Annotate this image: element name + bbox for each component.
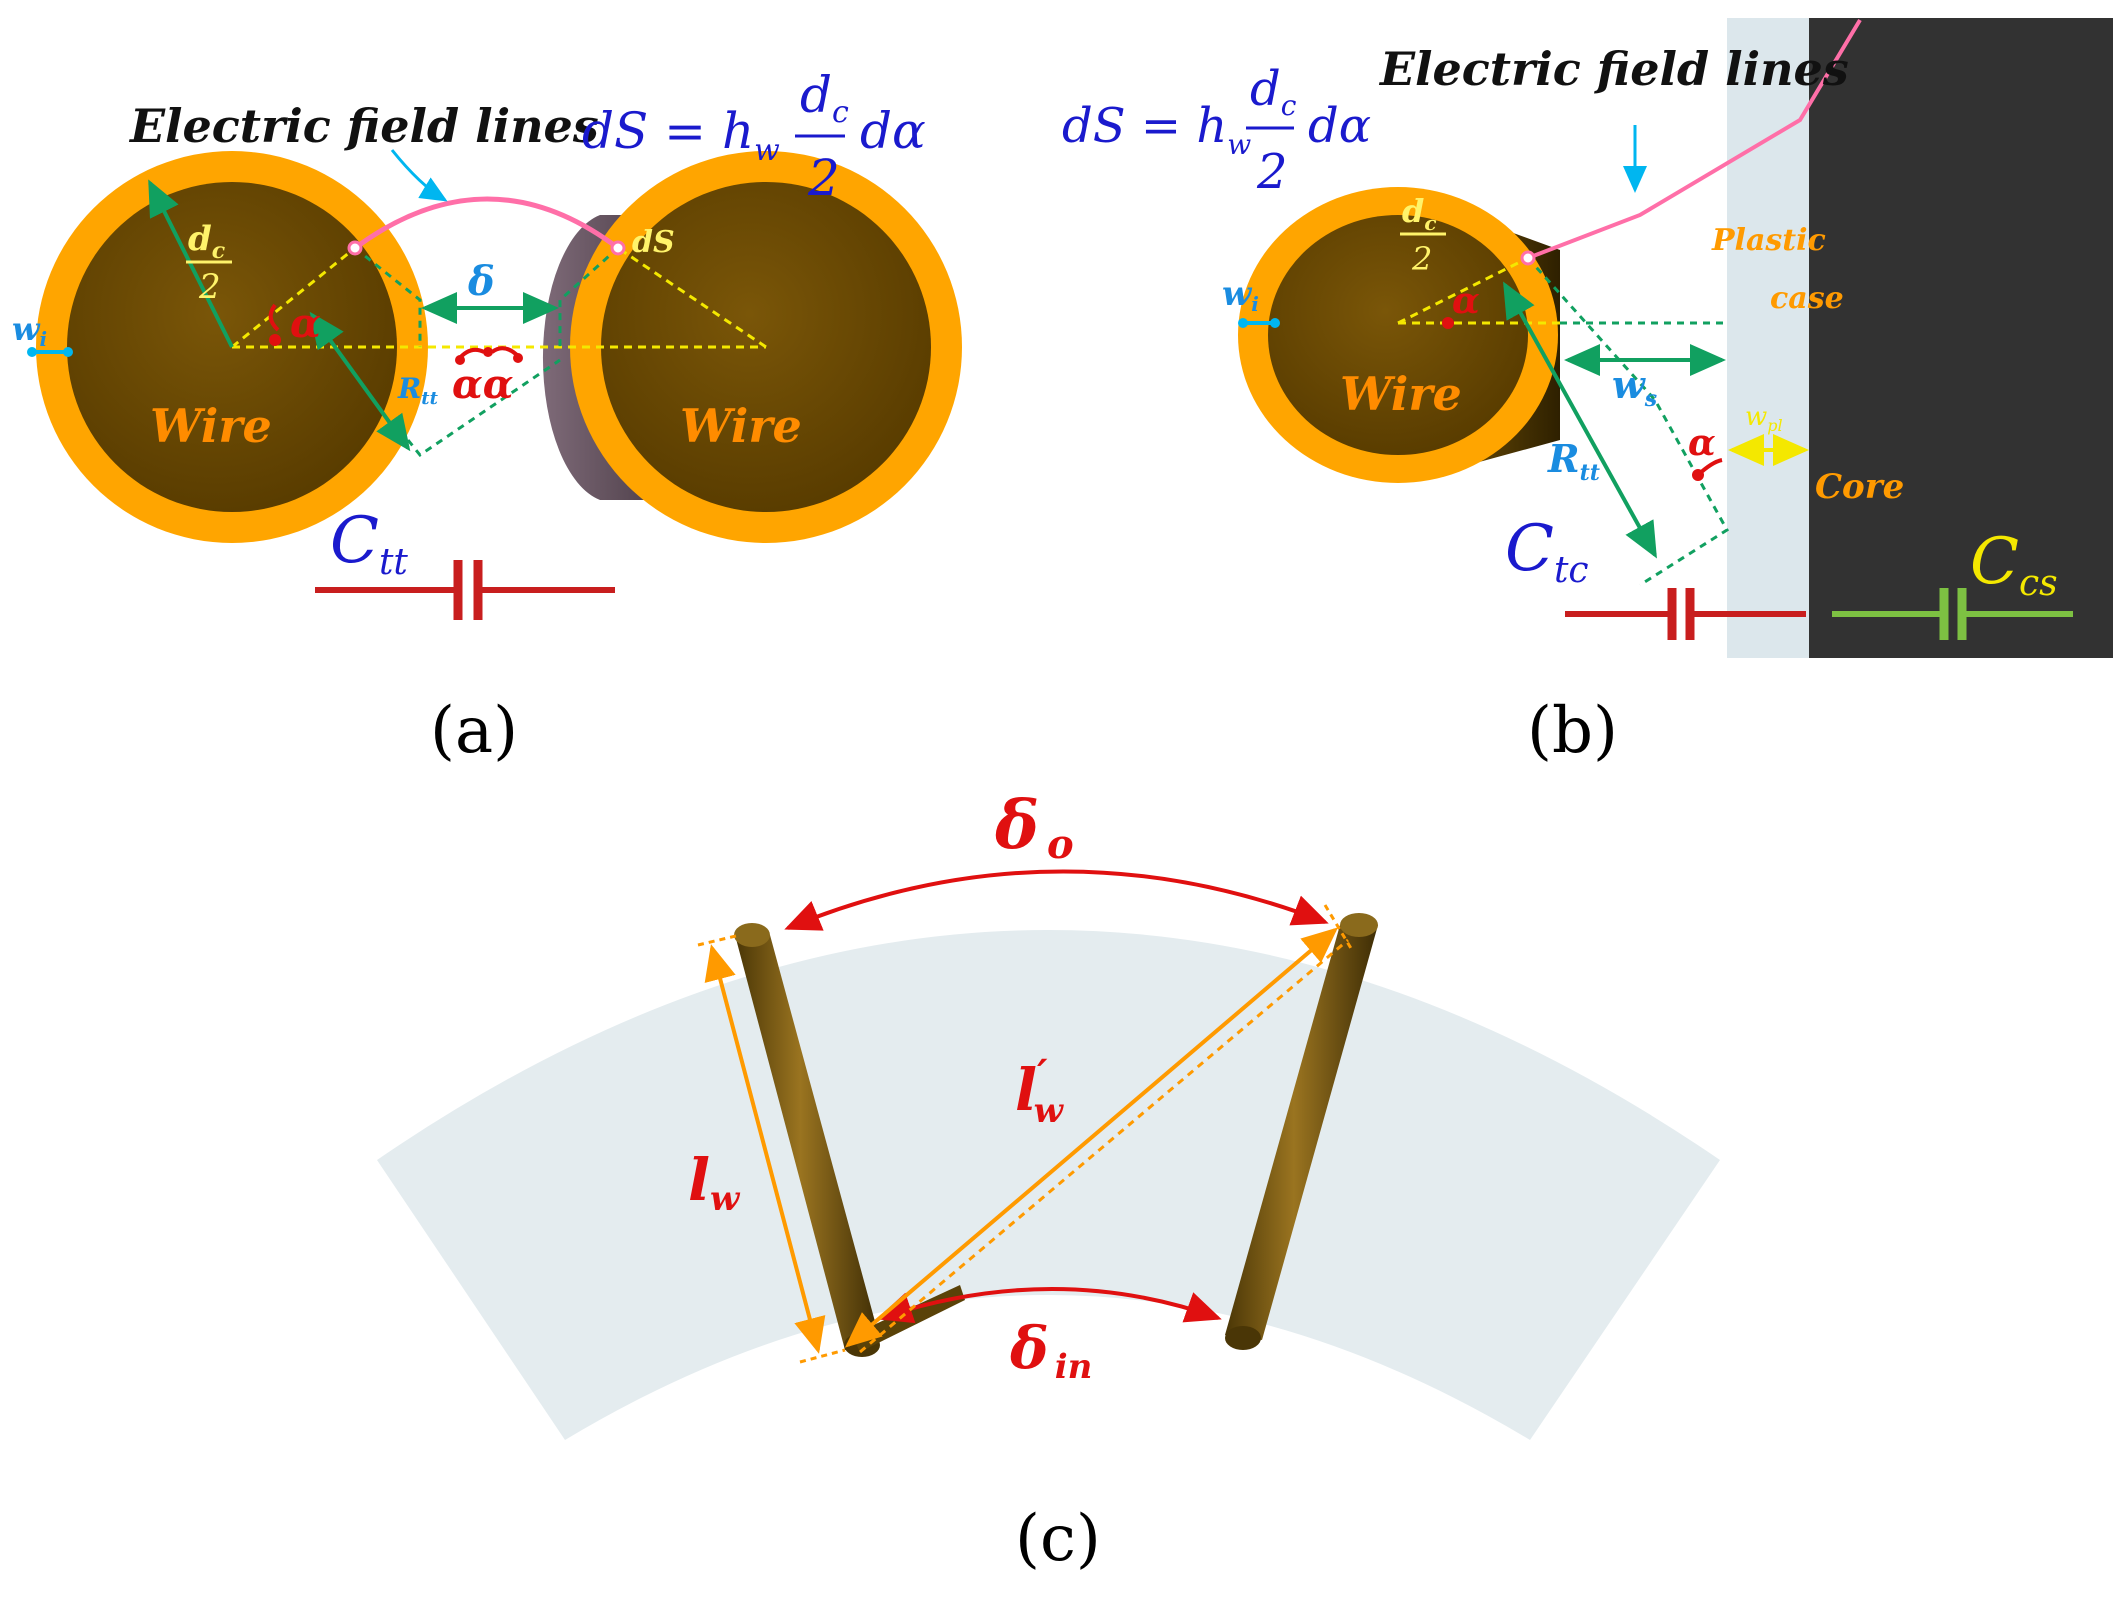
alpha-label-a: α [290, 300, 321, 347]
electric-field-line-b [1527, 18, 1862, 260]
dc-label-b: dc [1402, 192, 1437, 235]
wi-dot-b1 [1238, 318, 1248, 328]
lw-tick-bottom [799, 1348, 846, 1364]
lw-prime-dashed [859, 938, 1349, 1354]
lw-prime-tick-top [1323, 904, 1354, 951]
delta-o-arrow [784, 869, 1329, 931]
lw-arrow [704, 944, 826, 1354]
dc-label-a-den: 2 [198, 267, 221, 307]
cap-cs-label: Ccs [1970, 525, 2058, 604]
wi-label-b: wi [1222, 274, 1259, 316]
ds-label-a: dS [632, 225, 675, 260]
radius-right-ds [617, 246, 767, 349]
formula-b-den: 2 [1256, 144, 1288, 200]
panel-a: Electric field lines dS = hw dc 2 dα dc … [12, 66, 962, 768]
wire-b-conductor [1268, 215, 1528, 455]
wire-label-left: Wire [150, 399, 272, 453]
formula-b-num: dc [1250, 61, 1297, 122]
alpha-dot-pair-3 [513, 353, 523, 363]
lw-label: lw [688, 1146, 741, 1219]
alpha-arc-a [268, 303, 280, 332]
caption-a: (a) [430, 694, 518, 768]
wire-label-b: Wire [1340, 367, 1462, 421]
plastic-case [1727, 18, 1809, 658]
cap-tt-label: Ctt [330, 504, 408, 583]
wire-label-right: Wire [680, 399, 802, 453]
caption-c: (c) [1015, 1502, 1101, 1576]
ds-point-b [1520, 250, 1536, 266]
formula-a-num: dc [800, 66, 849, 130]
rod-right-top [1340, 913, 1378, 937]
wpl-label: wpl [1745, 402, 1783, 435]
alpha-label-b2: α [1688, 422, 1716, 464]
core-texture [1809, 18, 2113, 658]
rtt-arrow [309, 311, 411, 452]
wi-dot-b2 [1270, 318, 1280, 328]
panel-b: Electric field lines dS = hw dc 2 dα dc … [1062, 18, 2113, 768]
core-label: Core [1815, 467, 1904, 507]
alpha-arc-b2 [1696, 458, 1723, 477]
rod-left-top [734, 923, 770, 947]
delta-label-a: δ [467, 258, 495, 305]
plastic-case-label-1: Plastic [1711, 223, 1826, 258]
formula-b-tail: dα [1308, 98, 1371, 154]
alpha-dot-a [269, 334, 281, 346]
field-line-pointer [390, 149, 448, 202]
cap-tc-label: Ctc [1505, 512, 1589, 591]
alpha-dot-pair-1 [455, 355, 465, 365]
rtt-label-a: Rtt [397, 372, 439, 409]
rtt-arrow-b [1503, 281, 1657, 559]
wi-label-a: wi [12, 310, 47, 351]
dc-label-b-den: 2 [1411, 240, 1432, 278]
radius-left-ds [231, 246, 356, 349]
title-a: Electric field lines [128, 99, 599, 153]
radius-b-ds [1397, 256, 1529, 325]
alpha-label-b: α [1452, 280, 1480, 322]
formula-b: dS = hw [1062, 98, 1251, 161]
lw-prime-label: l′w [1015, 1051, 1065, 1131]
lw-prime-arrow [844, 927, 1339, 1348]
wi-dot-a1 [27, 347, 37, 357]
construction-green-rtt [406, 358, 561, 458]
rod-right-bottom [1225, 1326, 1261, 1350]
core-block [1809, 18, 2113, 658]
rtt-label-b: Rtt [1547, 436, 1600, 486]
alpha-pair-label-a: αα [452, 361, 514, 408]
dc-radius-arrow [148, 179, 234, 348]
ds-point-left [347, 240, 363, 256]
ws-label: ws [1612, 362, 1657, 412]
electric-field-line-a [353, 196, 620, 251]
plastic-case-label-2: case [1770, 281, 1844, 316]
construction-green-left [354, 246, 422, 347]
formula-a-tail: dα [860, 102, 926, 160]
alpha-dot-pair-2 [483, 347, 493, 357]
formula-a: dS = hw [582, 102, 780, 168]
wi-dot-a2 [63, 347, 73, 357]
formula-a-den: 2 [807, 149, 840, 207]
ds-point-right [610, 240, 626, 256]
construction-green-right [558, 246, 620, 347]
caption-b: (b) [1527, 694, 1618, 768]
dc-label-a: dc [188, 219, 226, 264]
alpha-dot-b1 [1442, 317, 1454, 329]
lw-tick-top [697, 933, 741, 947]
title-b: Electric field lines [1378, 42, 1849, 96]
